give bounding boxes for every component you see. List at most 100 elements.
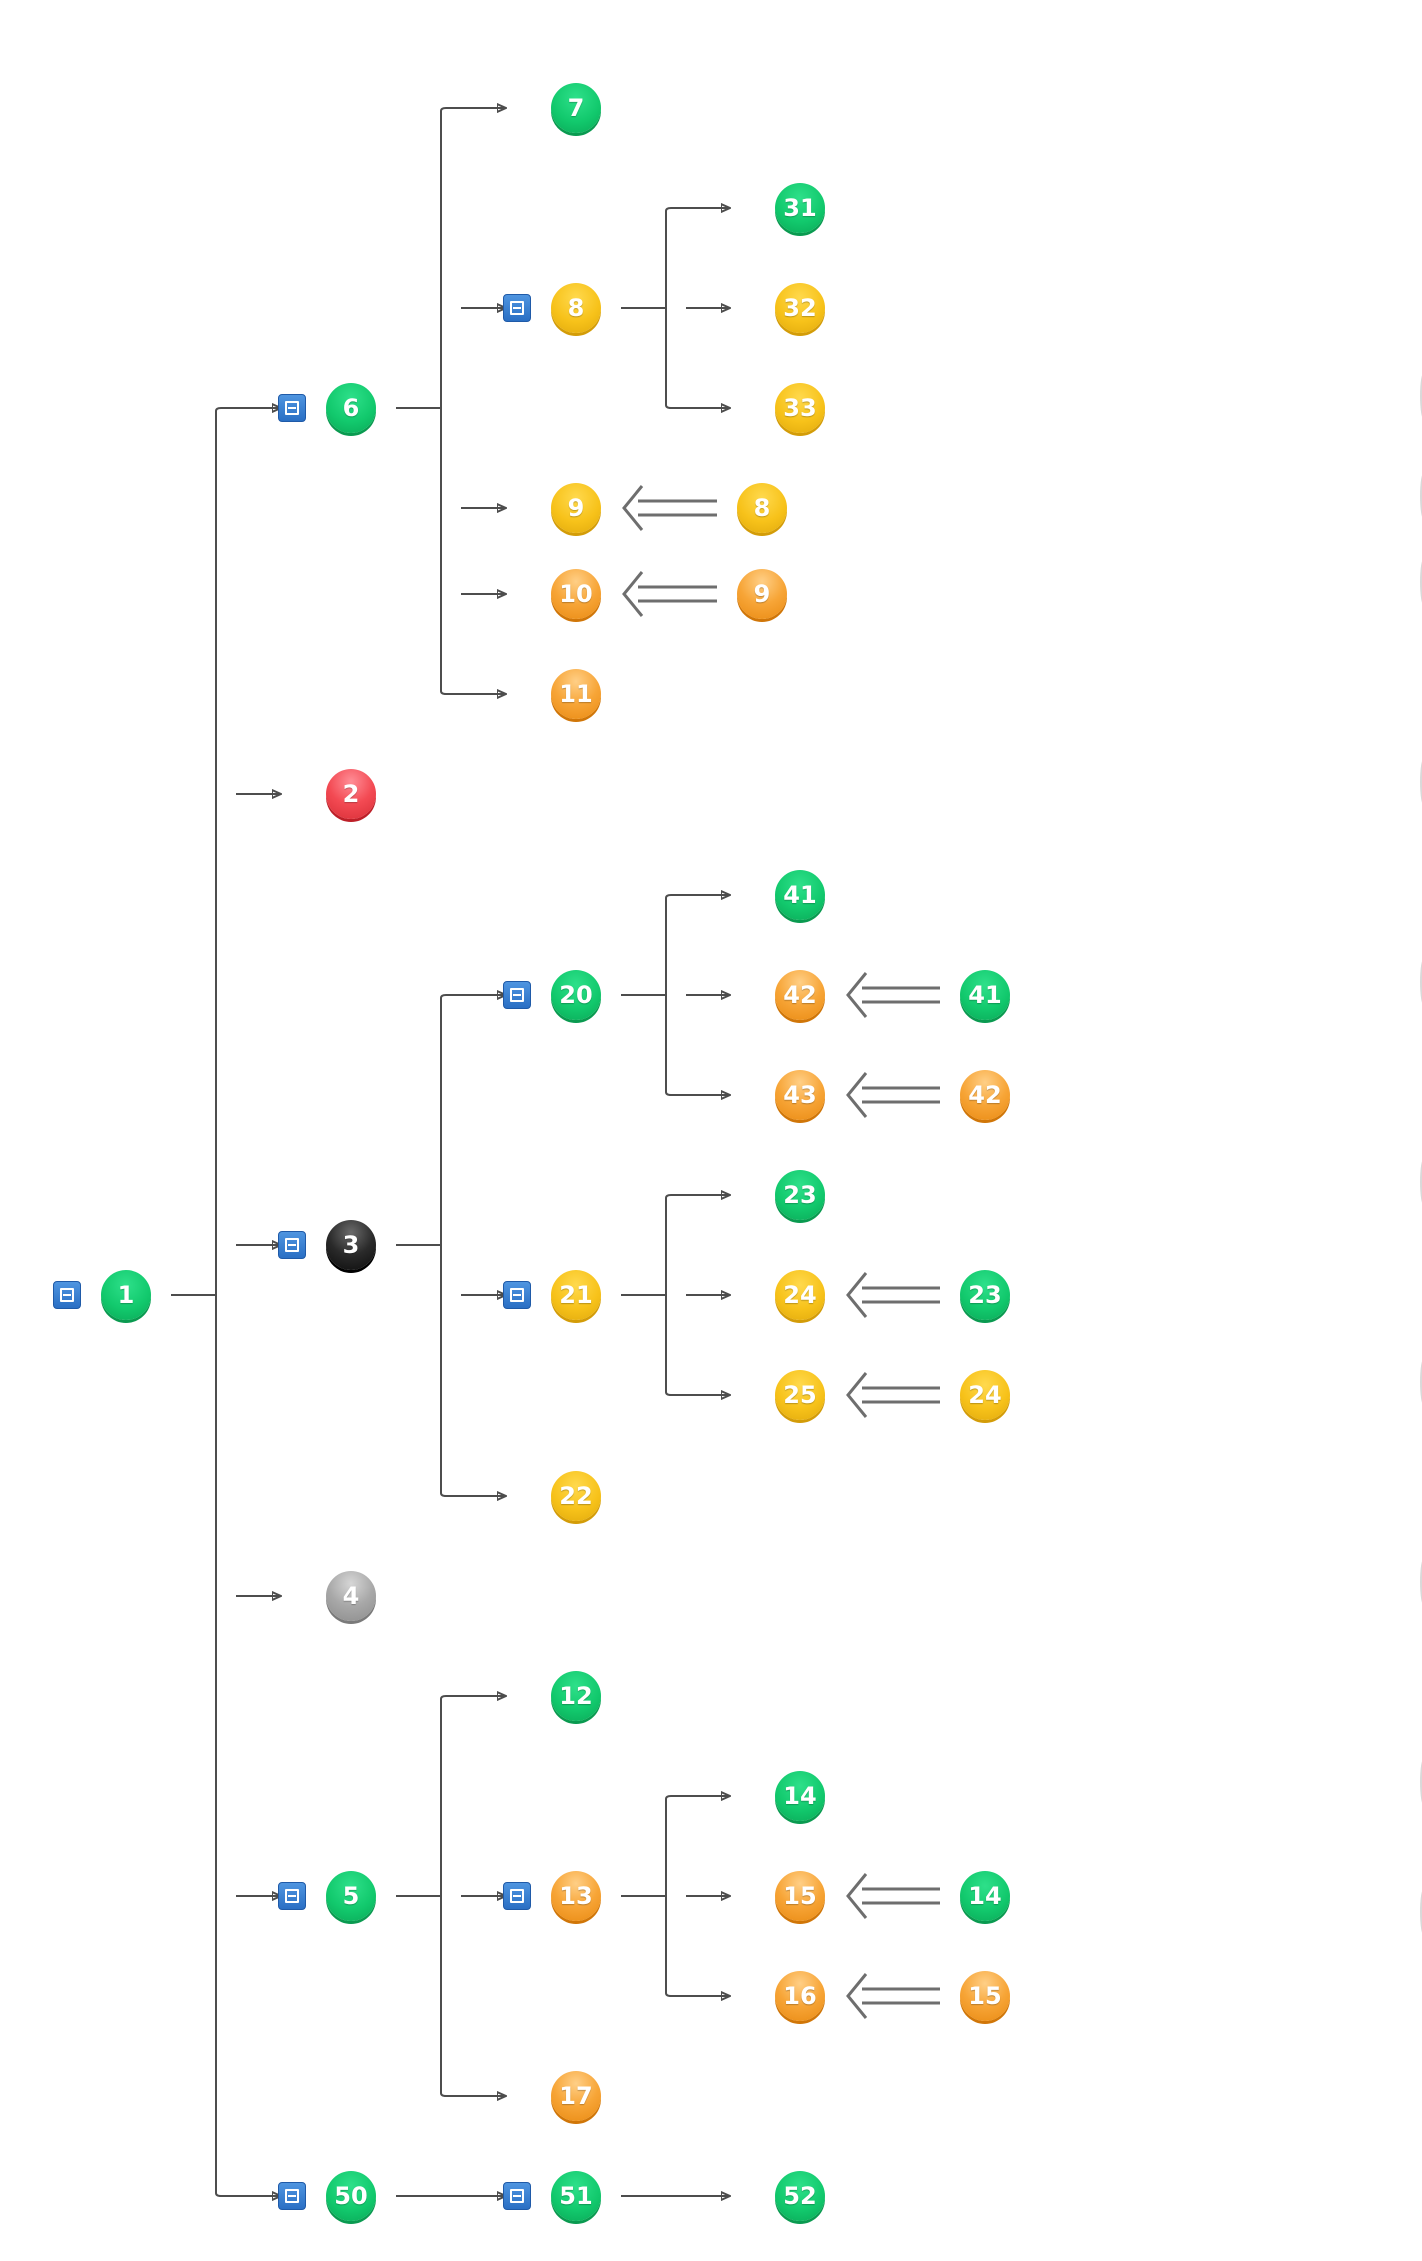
- collapse-icon[interactable]: [503, 2182, 531, 2210]
- task-node[interactable]: 17: [551, 2071, 601, 2121]
- task-node[interactable]: 20: [551, 970, 601, 1020]
- node-label: 22: [559, 1482, 593, 1510]
- node-label: 14: [783, 1782, 817, 1810]
- collapse-icon[interactable]: [278, 394, 306, 422]
- task-node[interactable]: 4: [326, 1571, 376, 1621]
- node-label: 6: [342, 394, 360, 422]
- offscreen-node-edge: [1420, 958, 1422, 1006]
- task-node[interactable]: 12: [551, 1671, 601, 1721]
- task-node[interactable]: 25: [775, 1370, 825, 1420]
- node-label: 4: [342, 1582, 360, 1610]
- task-node[interactable]: 21: [551, 1270, 601, 1320]
- task-node[interactable]: 22: [551, 1471, 601, 1521]
- task-node[interactable]: 33: [775, 383, 825, 433]
- task-node[interactable]: 1: [101, 1270, 151, 1320]
- task-node[interactable]: 51: [551, 2171, 601, 2221]
- node-label: 24: [783, 1281, 817, 1309]
- collapse-icon[interactable]: [503, 1281, 531, 1309]
- task-node[interactable]: 10: [551, 569, 601, 619]
- dependency-node[interactable]: 41: [960, 970, 1010, 1020]
- tree-branch: [665, 207, 720, 218]
- collapse-icon[interactable]: [503, 1882, 531, 1910]
- node-label: 16: [783, 1982, 817, 2010]
- offscreen-node-edge: [1420, 372, 1422, 420]
- task-node[interactable]: 41: [775, 870, 825, 920]
- task-node[interactable]: 6: [326, 383, 376, 433]
- offscreen-node-edge: [1420, 758, 1422, 806]
- offscreen-node-edge: [1420, 1558, 1422, 1606]
- double-arrow-left-icon: [846, 1272, 940, 1318]
- tree-branch: [665, 1385, 720, 1396]
- collapse-icon[interactable]: [278, 1231, 306, 1259]
- task-node[interactable]: 8: [551, 283, 601, 333]
- dependency-node[interactable]: 15: [960, 1971, 1010, 2021]
- tree-branch: [440, 107, 496, 118]
- task-node[interactable]: 42: [775, 970, 825, 1020]
- task-node[interactable]: 52: [775, 2171, 825, 2221]
- double-arrow-left-icon: [846, 1973, 940, 2019]
- task-node[interactable]: 3: [326, 1220, 376, 1270]
- collapse-icon[interactable]: [278, 2182, 306, 2210]
- node-label: 1: [117, 1281, 135, 1309]
- tree-branch: [440, 684, 496, 695]
- task-node[interactable]: 7: [551, 83, 601, 133]
- double-arrow-left-icon: [846, 1072, 940, 1118]
- double-arrow-left-icon: [622, 485, 717, 531]
- node-label: 20: [559, 981, 593, 1009]
- task-node[interactable]: 11: [551, 669, 601, 719]
- node-label: 3: [342, 1231, 360, 1259]
- collapse-icon[interactable]: [503, 981, 531, 1009]
- tree-branch: [215, 2186, 271, 2197]
- dependency-node[interactable]: 23: [960, 1270, 1010, 1320]
- task-node[interactable]: 9: [551, 483, 601, 533]
- task-node[interactable]: 15: [775, 1871, 825, 1921]
- node-label: 33: [783, 394, 817, 422]
- node-label: 42: [783, 981, 817, 1009]
- task-node[interactable]: 2: [326, 769, 376, 819]
- offscreen-node-edge: [1420, 558, 1422, 606]
- task-node[interactable]: 5: [326, 1871, 376, 1921]
- task-node[interactable]: 14: [775, 1771, 825, 1821]
- node-label: 25: [783, 1381, 817, 1409]
- collapse-icon[interactable]: [503, 294, 531, 322]
- dependency-node[interactable]: 42: [960, 1070, 1010, 1120]
- tree-branch: [440, 1695, 496, 1706]
- dependency-node[interactable]: 9: [737, 569, 787, 619]
- node-label: 11: [559, 680, 593, 708]
- task-node[interactable]: 24: [775, 1270, 825, 1320]
- node-label: 8: [753, 494, 771, 522]
- node-label: 7: [567, 94, 585, 122]
- dependency-node[interactable]: 8: [737, 483, 787, 533]
- collapse-icon[interactable]: [53, 1281, 81, 1309]
- node-label: 17: [559, 2082, 593, 2110]
- offscreen-node-edge: [1420, 1888, 1422, 1936]
- dependency-node[interactable]: 14: [960, 1871, 1010, 1921]
- node-label: 23: [783, 1181, 817, 1209]
- node-label: 13: [559, 1882, 593, 1910]
- task-node[interactable]: 50: [326, 2171, 376, 2221]
- task-node[interactable]: 32: [775, 283, 825, 333]
- node-label: 9: [753, 580, 771, 608]
- task-node[interactable]: 43: [775, 1070, 825, 1120]
- tree-branch: [665, 1085, 720, 1096]
- double-arrow-left-icon: [622, 571, 717, 617]
- node-label: 24: [968, 1381, 1002, 1409]
- double-arrow-left-icon: [846, 972, 940, 1018]
- tree-branch: [665, 1795, 720, 1806]
- dependency-node[interactable]: 24: [960, 1370, 1010, 1420]
- node-label: 21: [559, 1281, 593, 1309]
- node-label: 43: [783, 1081, 817, 1109]
- node-label: 10: [559, 580, 593, 608]
- collapse-icon[interactable]: [278, 1882, 306, 1910]
- node-label: 2: [342, 780, 360, 808]
- task-node[interactable]: 23: [775, 1170, 825, 1220]
- node-label: 5: [342, 1882, 360, 1910]
- task-node[interactable]: 31: [775, 183, 825, 233]
- node-label: 15: [783, 1882, 817, 1910]
- tree-branch: [215, 407, 271, 418]
- task-node[interactable]: 16: [775, 1971, 825, 2021]
- task-node[interactable]: 13: [551, 1871, 601, 1921]
